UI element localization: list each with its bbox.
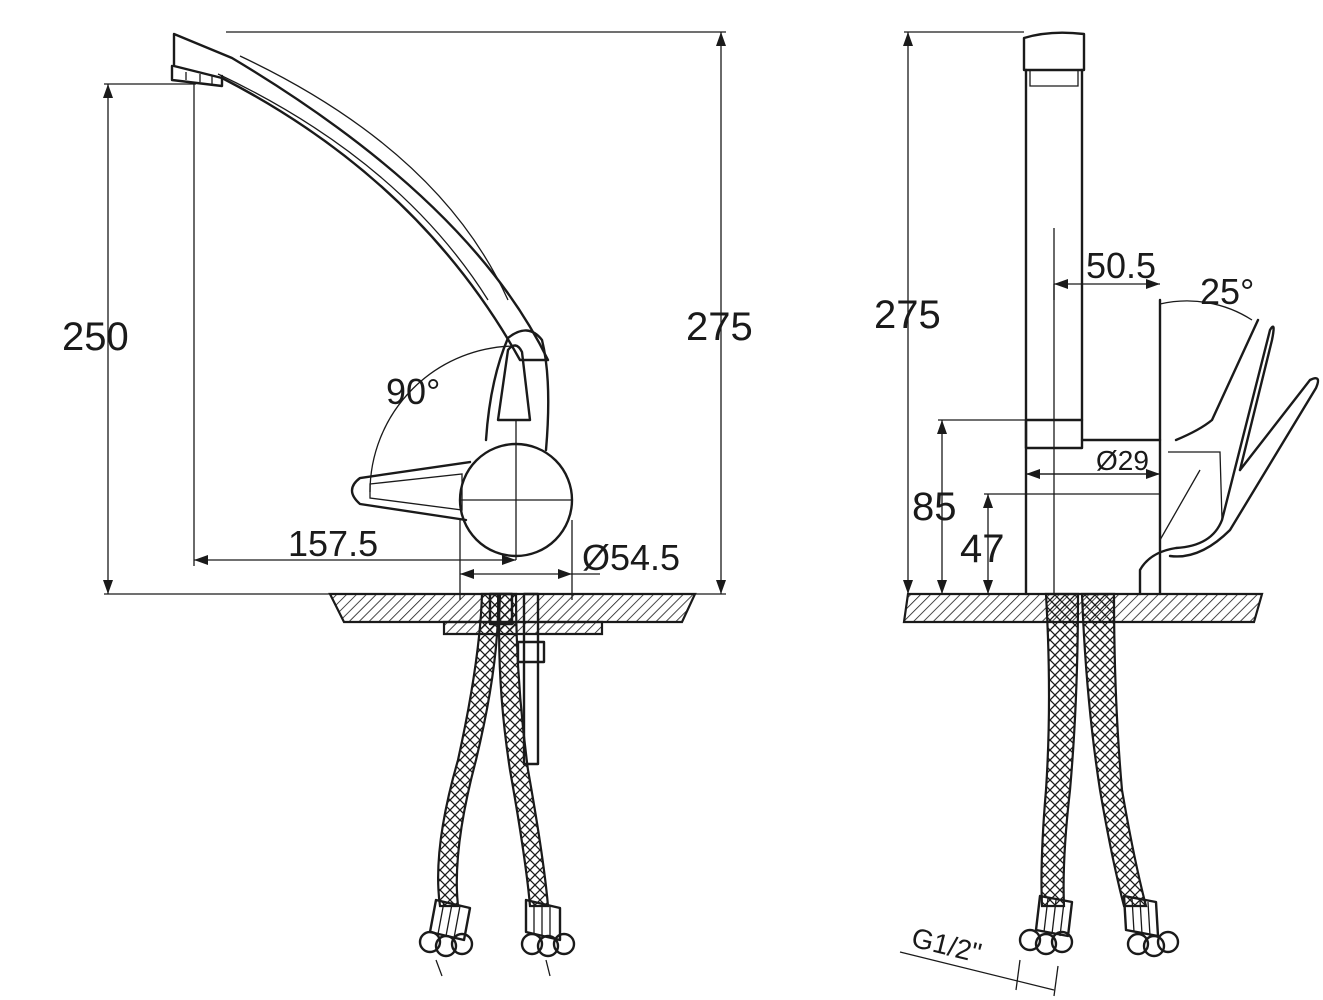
dim-thread-g1-2: G1/2": [909, 922, 985, 969]
dim-275-side: 275: [874, 293, 941, 337]
front-spout: [170, 32, 550, 362]
front-fitting-left: [418, 898, 474, 977]
front-hose-left: [437, 592, 500, 908]
side-dimension-lines: [899, 31, 1160, 997]
side-lever: [1138, 300, 1320, 596]
dim-angle-25: 25°: [1200, 271, 1254, 312]
front-dimension-lines: [103, 31, 726, 595]
side-fitting-left: [1018, 894, 1074, 956]
side-view: 275 50.5 25° Ø29 85 47 G1/2": [874, 31, 1320, 997]
dim-47: 47: [960, 527, 1005, 571]
dim-275-front: 275: [686, 305, 753, 349]
front-fitting-right: [520, 898, 576, 977]
dim-250: 250: [62, 315, 129, 359]
dim-157-5: 157.5: [288, 523, 378, 564]
dim-50-5: 50.5: [1086, 245, 1156, 286]
dim-diameter-54-5: Ø54.5: [582, 537, 680, 578]
side-hose-left: [1040, 592, 1080, 908]
dim-angle-90: 90°: [386, 371, 440, 412]
dim-85: 85: [912, 485, 957, 529]
front-body: [350, 329, 574, 600]
front-lever: [350, 460, 472, 522]
side-fitting-right: [1122, 894, 1180, 958]
front-view: 250 275 157.5 Ø54.5 90°: [62, 31, 753, 977]
side-hose-right: [1080, 592, 1148, 908]
side-spout: [1022, 31, 1162, 596]
dim-diameter-29: Ø29: [1096, 445, 1149, 476]
